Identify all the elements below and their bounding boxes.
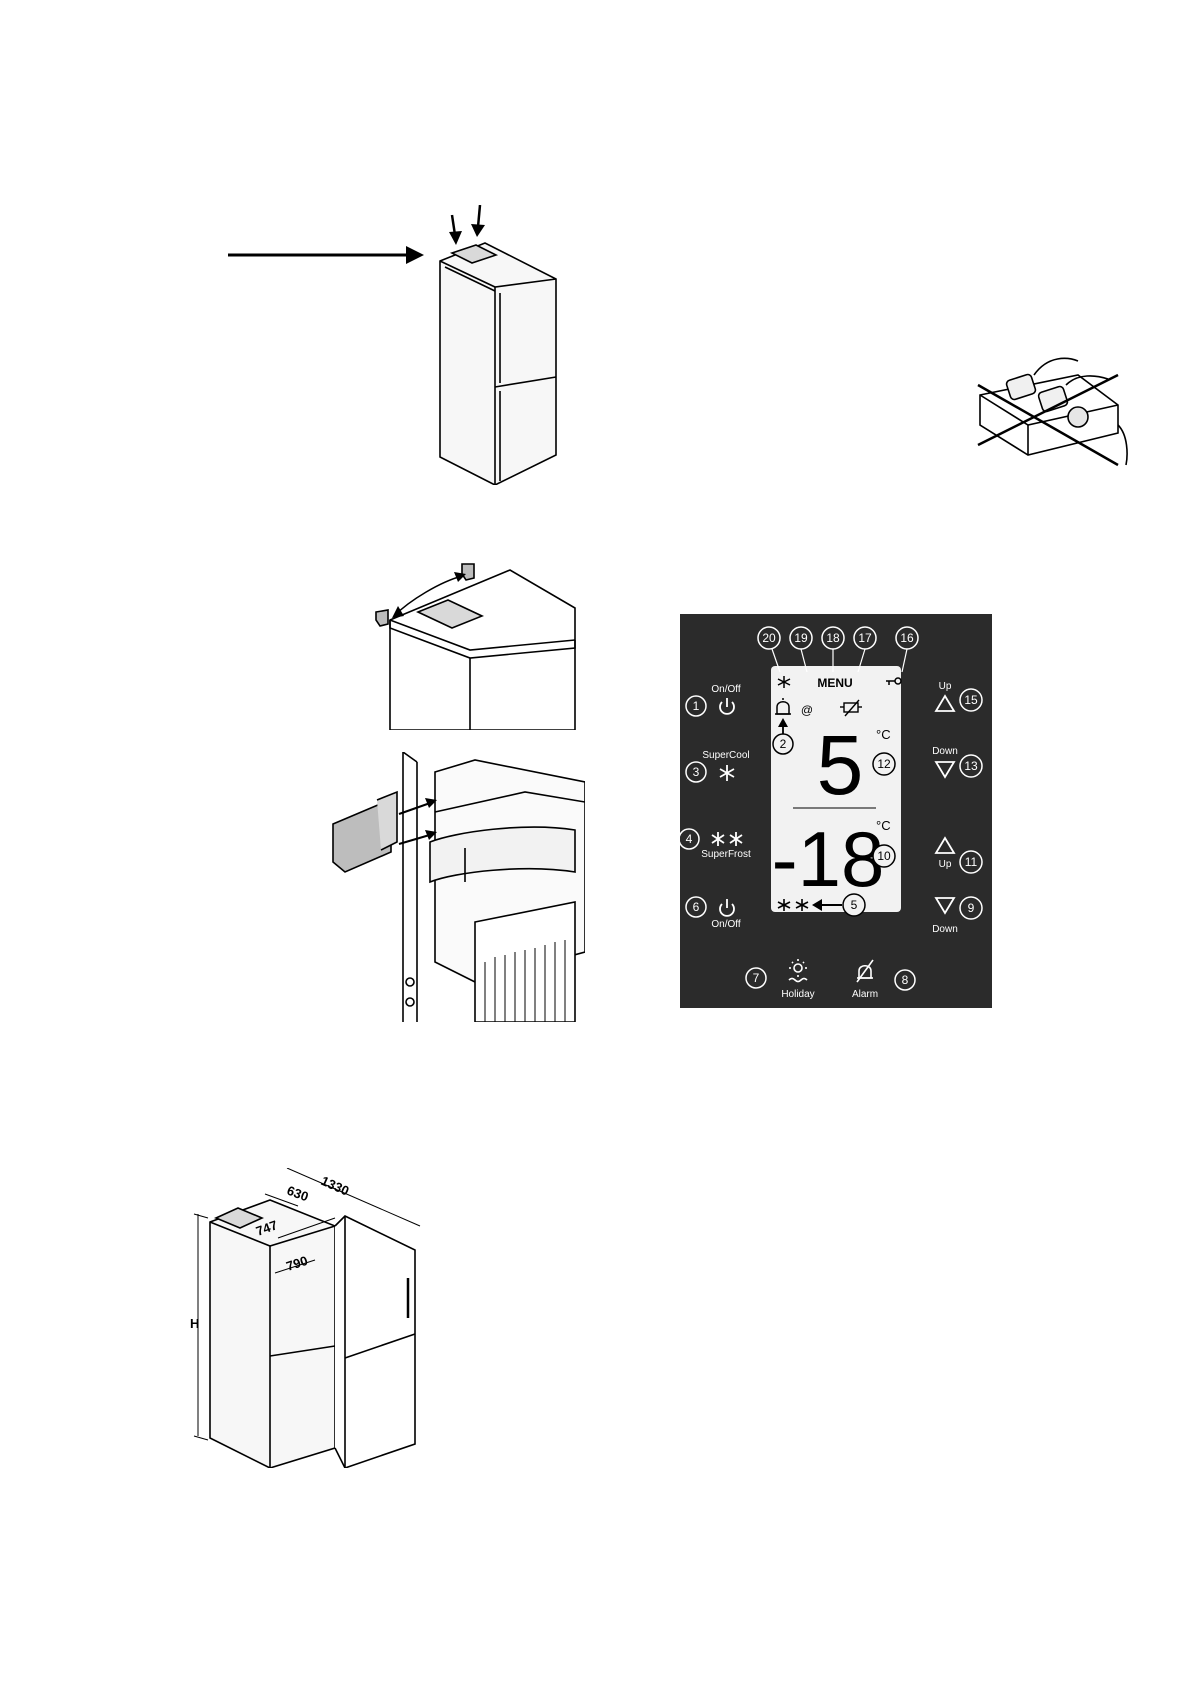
fridge-drawing: [439, 242, 557, 485]
callout-13-label: 13: [964, 759, 978, 773]
superfrost-label: SuperFrost: [701, 849, 751, 860]
callout-8-label: 8: [902, 973, 909, 987]
fridge-up-button[interactable]: [934, 694, 956, 712]
onoff-bottom-label: On/Off: [711, 919, 740, 930]
holiday-button[interactable]: [788, 959, 808, 983]
down-top-label: Down: [932, 746, 958, 757]
snowflake-icon: [777, 676, 791, 688]
menu-indicator: MENU: [817, 676, 852, 690]
width-dimension-790: 790: [284, 1253, 309, 1274]
up-bottom-label: Up: [939, 859, 952, 870]
power-strip: [979, 374, 1119, 456]
down-arrow-icon: [449, 231, 462, 245]
wall-spacer-figure: [332, 752, 585, 1022]
pointer-arrow-head: [406, 246, 424, 264]
callout-11: [959, 850, 983, 874]
filter-crossed-icon: [840, 699, 862, 717]
onoff-top-label: On/Off: [711, 684, 740, 695]
down-bottom-label: Down: [932, 924, 958, 935]
supercool-button[interactable]: [719, 765, 735, 781]
callout-9-label: 9: [968, 901, 975, 915]
callout-7: [745, 967, 767, 989]
superfrost-button[interactable]: [711, 832, 743, 846]
freezer-up-button[interactable]: [934, 836, 956, 854]
control-panel-drawing: 20 19 18 17 16 MENU: [678, 626, 983, 1000]
freezer-down-button[interactable]: [934, 897, 956, 915]
callout-1-label: 1: [693, 699, 700, 713]
freezer-temperature: -18: [772, 815, 885, 903]
clip: [461, 563, 475, 581]
fridge-top-label-figure: [228, 205, 557, 485]
callout-15: [959, 688, 983, 712]
supercool-label: SuperCool: [702, 750, 749, 761]
width-dimension-747: 747: [254, 1217, 280, 1239]
holiday-label: Holiday: [781, 989, 814, 1000]
at-symbol-icon: @: [801, 703, 813, 717]
callout-13: [959, 754, 983, 778]
callout-15-label: 15: [964, 693, 978, 707]
lcd-display: [771, 666, 901, 912]
height-dimension: H: [190, 1316, 199, 1331]
callout-2: [772, 733, 794, 755]
callout-5: [842, 893, 866, 917]
type-label-plate: [449, 244, 499, 264]
cross-out-line: [977, 373, 1119, 447]
bell-icon: [775, 698, 791, 715]
callout-12-label: 12: [877, 757, 891, 771]
down-arrow-icon: [471, 224, 485, 237]
callout-20: [757, 626, 781, 650]
type-label-plate: [213, 1207, 265, 1229]
no-power-strip-figure: [977, 357, 1128, 467]
fridge-temperature-unit: °C: [876, 727, 891, 742]
open-door: [334, 1215, 416, 1468]
callout-6: [685, 896, 707, 918]
type-label-plate: [415, 599, 485, 629]
fridge-down-button[interactable]: [934, 761, 956, 779]
callout-7-label: 7: [753, 971, 760, 985]
callout-2-label: 2: [780, 737, 787, 751]
callout-10-label: 10: [877, 849, 891, 863]
callout-16-label: 16: [900, 631, 914, 645]
fridge-onoff-button[interactable]: [719, 698, 735, 715]
callout-3: [685, 761, 707, 783]
callout-6-label: 6: [693, 900, 700, 914]
clip: [375, 609, 389, 627]
callout-10: [872, 844, 896, 868]
transport-clips-figure: [375, 563, 576, 730]
callout-4-label: 4: [686, 832, 693, 846]
callout-5-label: 5: [851, 898, 858, 912]
callout-3-label: 3: [693, 765, 700, 779]
dimensions-figure: H 630 1330 747 790: [190, 1168, 421, 1468]
alarm-label: Alarm: [852, 989, 878, 1000]
callout-18-label: 18: [826, 631, 840, 645]
alarm-off-button[interactable]: [856, 959, 874, 983]
callout-9: [959, 896, 983, 920]
callout-1: [685, 695, 707, 717]
freezer-temperature-unit: °C: [876, 818, 891, 833]
callout-19-label: 19: [794, 631, 808, 645]
fridge-temperature: 5: [817, 718, 864, 812]
callout-17-label: 17: [858, 631, 872, 645]
control-panel: 20 19 18 17 16 MENU: [678, 614, 992, 1008]
up-top-label: Up: [939, 681, 952, 692]
door-open-depth-dimension: 1330: [319, 1173, 352, 1198]
cross-out-line: [977, 383, 1119, 467]
freezer-onoff-button[interactable]: [719, 899, 735, 917]
callout-12: [872, 752, 896, 776]
double-snowflake-icon: [777, 899, 809, 911]
depth-dimension: 630: [285, 1183, 311, 1205]
callout-8: [894, 969, 916, 991]
callout-11-label: 11: [965, 855, 978, 869]
key-icon: [886, 677, 902, 685]
callout-20-label: 20: [762, 631, 776, 645]
